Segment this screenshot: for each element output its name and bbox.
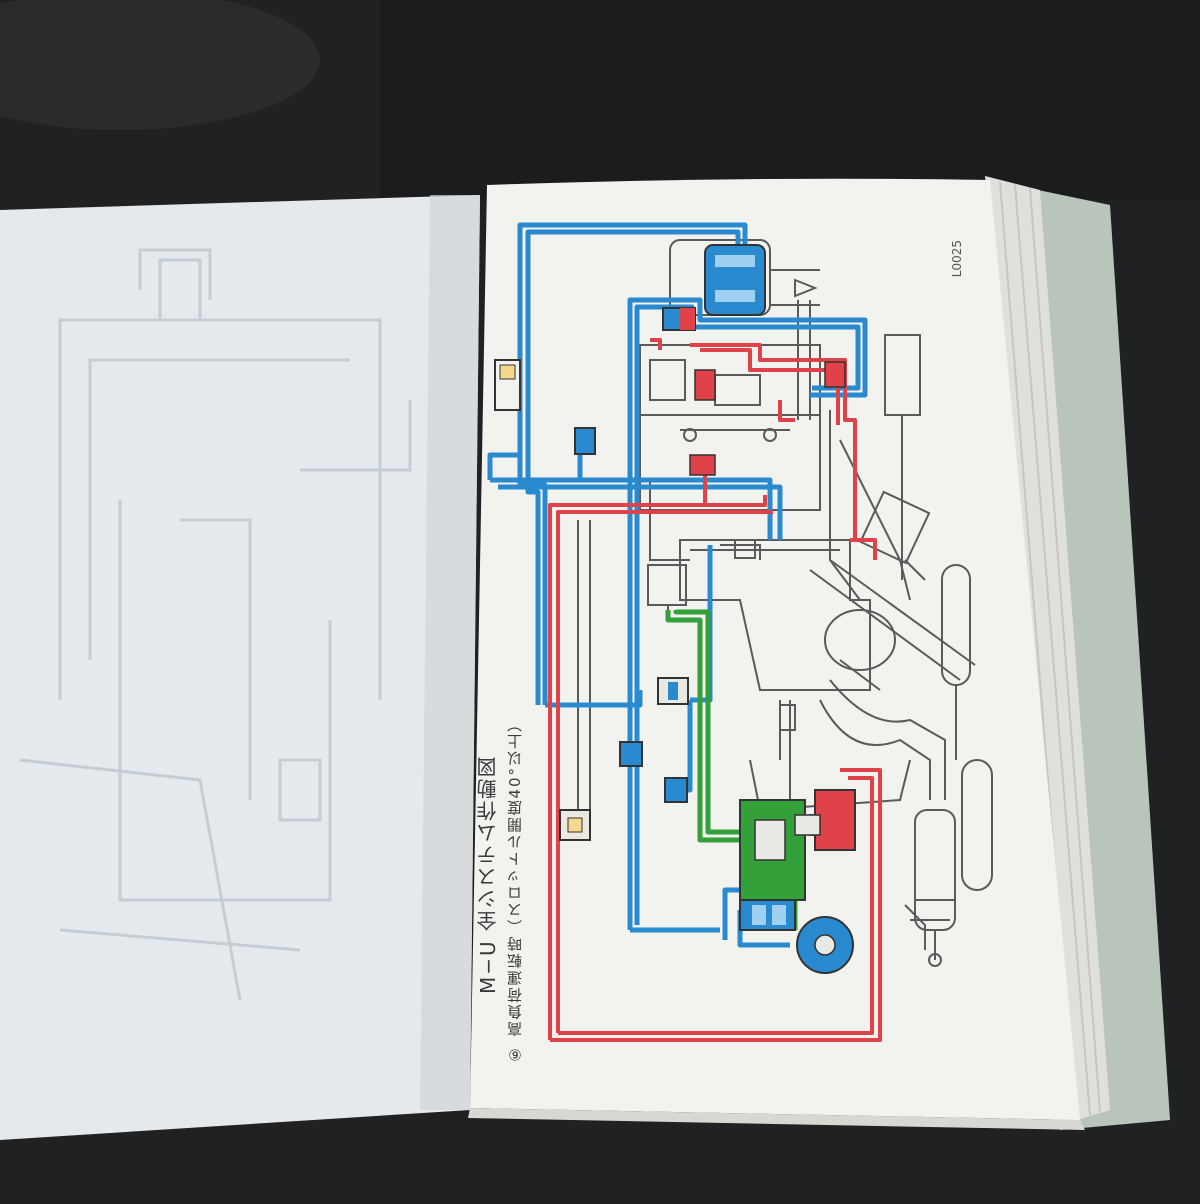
page-bottom-edge [468, 1108, 1085, 1130]
background-shadow [380, 0, 1200, 200]
bottom-blue-detail [752, 905, 766, 925]
blue-valve-component [664, 777, 688, 803]
vacuum-module-detail [715, 290, 755, 302]
carb-red-part [689, 454, 716, 476]
page-stack [985, 176, 1110, 1125]
bottom-blue-module [739, 899, 796, 931]
red-line-routing [548, 338, 882, 1042]
bottom-blue-detail [772, 905, 786, 925]
check-valve-detail [567, 817, 583, 833]
mid-valve-detail [668, 682, 678, 700]
diagram-title: M−U 全システム作動図 [476, 755, 500, 995]
page-edge [1014, 184, 1091, 1116]
red-chamber-unit [814, 789, 856, 851]
left-page-show-through [19, 248, 412, 1001]
background-object [0, 0, 320, 130]
small-valve-red-part [680, 308, 695, 330]
connector-detail [794, 814, 821, 836]
system-diagram [487, 222, 993, 1042]
line-valve-component [574, 427, 596, 455]
gutter-shadow [420, 195, 480, 1110]
left-page [0, 195, 480, 1140]
air-pump-detail [754, 819, 786, 861]
carb-red-part [694, 369, 716, 401]
switch-valve-detail [499, 364, 516, 380]
right-page [470, 178, 1080, 1120]
diagram-subtitle: ⑥ 高負荷運転時（スロットル開度40°以上） [506, 715, 524, 1064]
blue-valve-component [619, 741, 643, 767]
page-edge [1029, 187, 1101, 1113]
vacuum-module-detail [715, 255, 755, 267]
carb-red-part [824, 361, 846, 388]
page-code: L0025 [950, 240, 964, 278]
pump-wheel-hub [814, 934, 836, 956]
